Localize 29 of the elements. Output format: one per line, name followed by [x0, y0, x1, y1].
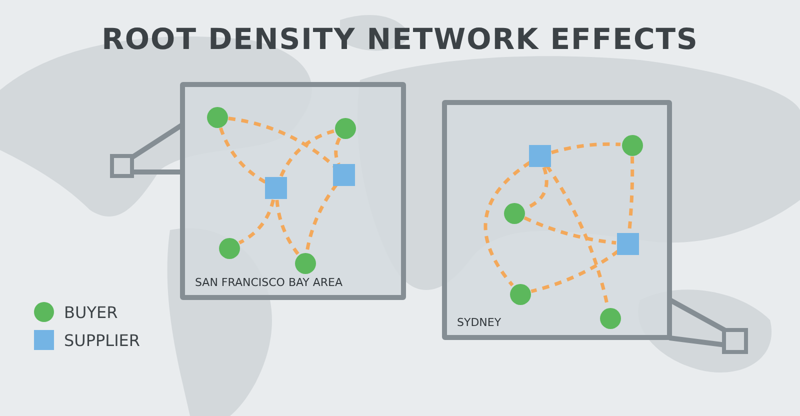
region-label: SYDNEY	[457, 316, 502, 329]
supplier-square	[333, 164, 355, 186]
dashed-connector	[334, 137, 342, 165]
buyer-dot	[294, 252, 316, 274]
buyer-dot	[206, 106, 228, 128]
dashed-connector	[484, 161, 531, 286]
dashed-connector	[279, 129, 334, 178]
buyer-dot	[218, 238, 240, 258]
dashed-connector	[551, 142, 621, 154]
supplier-square	[617, 233, 639, 255]
legend-label: BUYER	[64, 302, 118, 322]
dashed-connector	[524, 216, 616, 245]
buyer-dot	[334, 118, 356, 138]
legend-label: SUPPLIER	[64, 330, 140, 350]
buyer-dot	[504, 202, 524, 224]
dashed-connector	[219, 127, 266, 184]
map-callout-panel	[442, 100, 672, 340]
buyer-dot	[600, 308, 620, 328]
supplier-square	[265, 177, 287, 199]
supplier-square	[529, 145, 551, 167]
title: ROOT DENSITY NETWORK EFFECTS	[100, 22, 700, 56]
dashed-connector	[275, 200, 300, 255]
dashed-connector	[305, 183, 338, 252]
region-label: SAN FRANCISCO BAY AREA	[195, 276, 343, 289]
dashed-connector	[238, 199, 276, 244]
dashed-connector	[530, 250, 620, 294]
buyer-dot	[622, 134, 642, 156]
buyer-dot	[510, 284, 530, 304]
map-callout-panel	[180, 82, 406, 300]
